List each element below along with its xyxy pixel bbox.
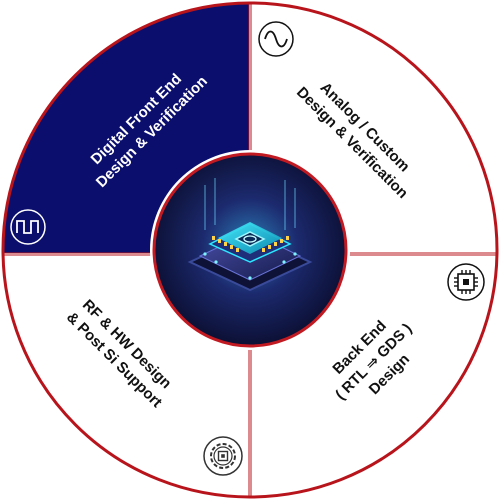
sine-wave-icon: [258, 21, 294, 57]
center-chip: [150, 150, 350, 350]
gear-chip-icon: [203, 436, 243, 476]
square-wave-icon: [10, 209, 46, 245]
cpu-chip-icon: [447, 263, 485, 301]
